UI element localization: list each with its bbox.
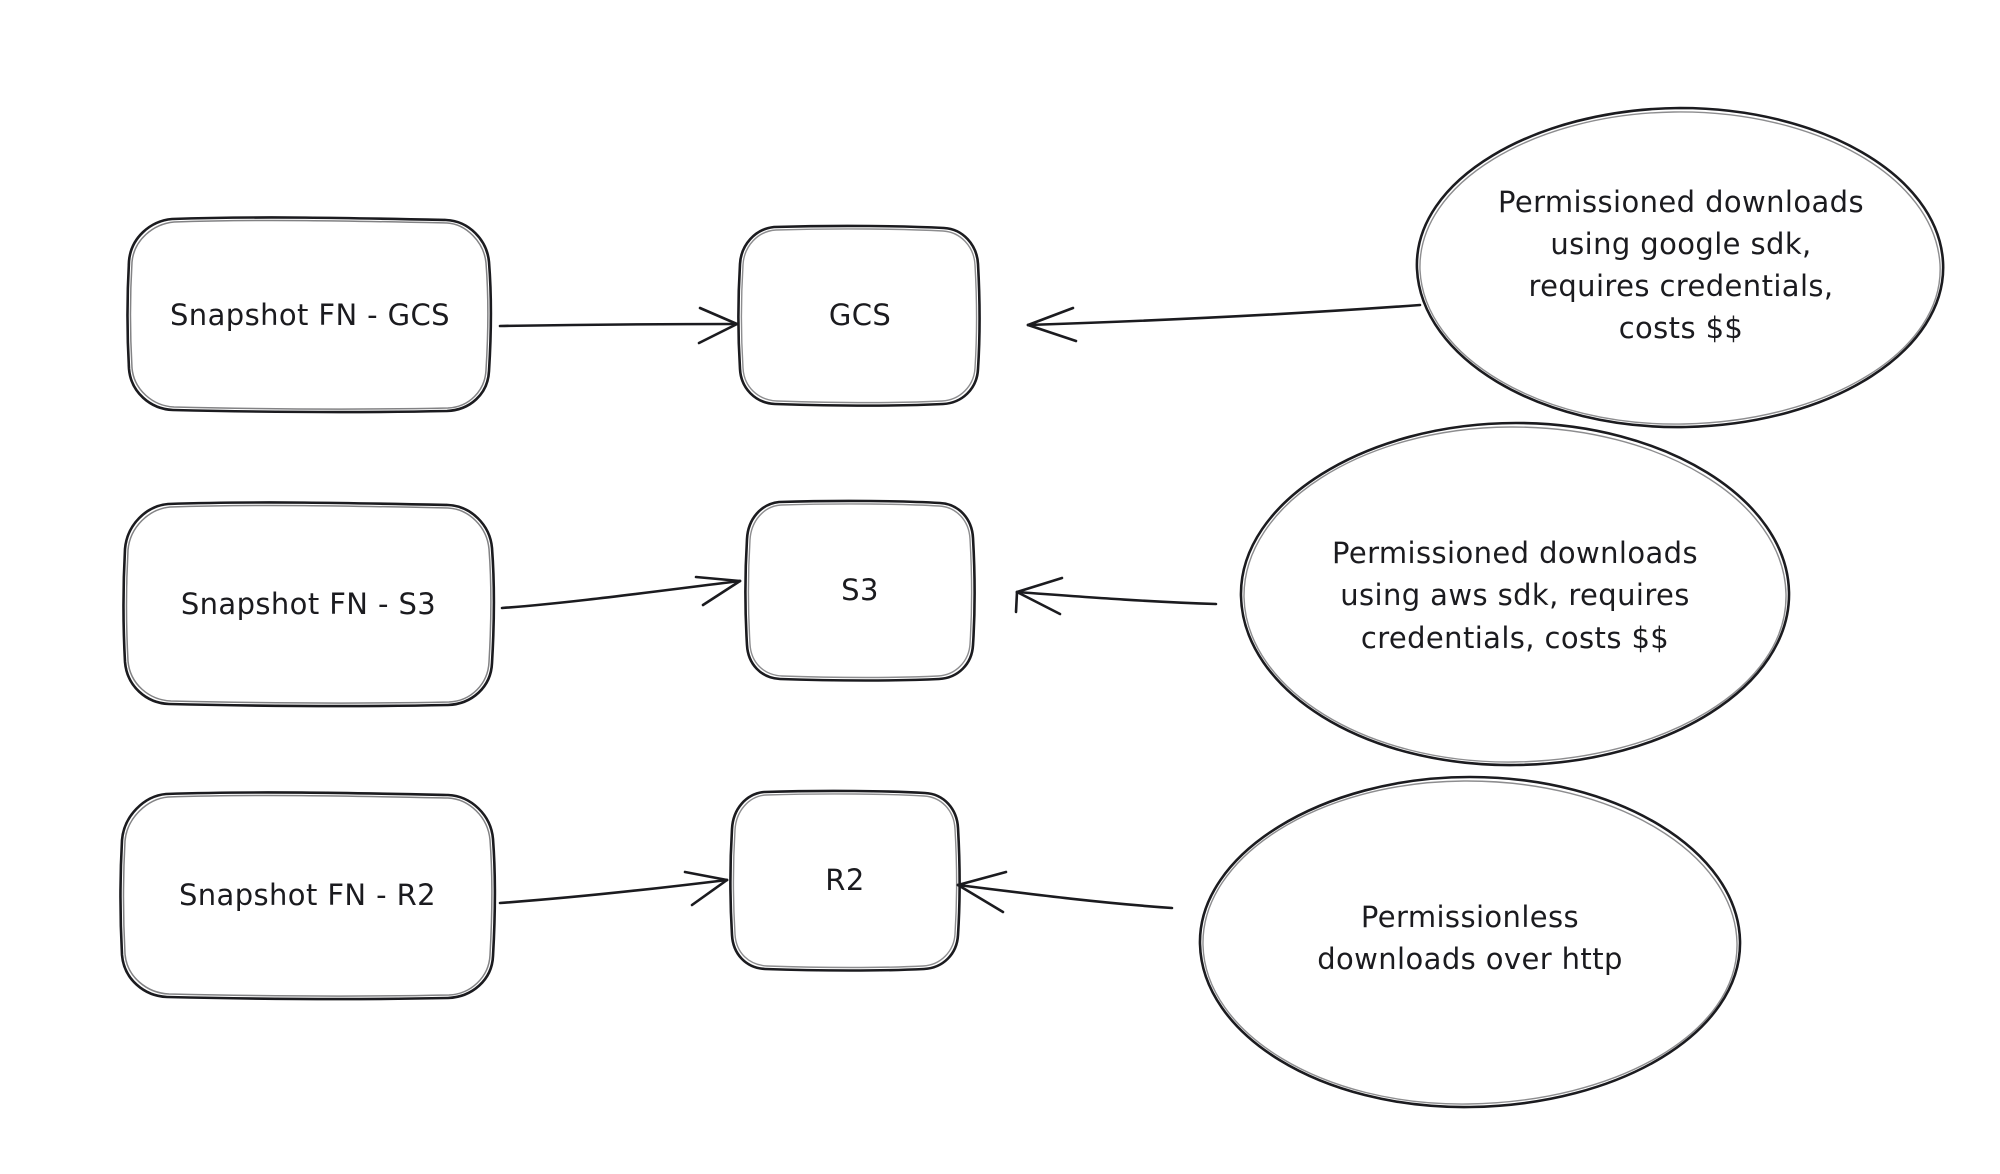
node-shape-r2 bbox=[729, 789, 961, 972]
node-shape-note-s3 bbox=[1239, 421, 1791, 767]
edge-arrow-note-s3-to-s3 bbox=[1014, 576, 1218, 616]
edge-arrow-note-gcs-to-gcs bbox=[1026, 303, 1422, 343]
edge-arrow-snapshot-s3-to-s3 bbox=[500, 575, 742, 610]
edge-arrow-snapshot-r2-to-r2 bbox=[498, 870, 729, 907]
edge-arrow-note-r2-to-r2 bbox=[956, 870, 1174, 914]
edge-arrow-snapshot-gcs-to-gcs bbox=[498, 306, 739, 345]
node-shape-note-gcs bbox=[1415, 106, 1945, 429]
node-shape-snapshot-fn-gcs bbox=[126, 216, 493, 414]
node-shape-note-r2 bbox=[1198, 775, 1742, 1109]
node-shape-gcs bbox=[737, 224, 981, 407]
node-shape-snapshot-fn-s3 bbox=[122, 501, 496, 708]
node-shape-snapshot-fn-r2 bbox=[119, 791, 497, 1001]
node-shape-s3 bbox=[744, 499, 976, 682]
